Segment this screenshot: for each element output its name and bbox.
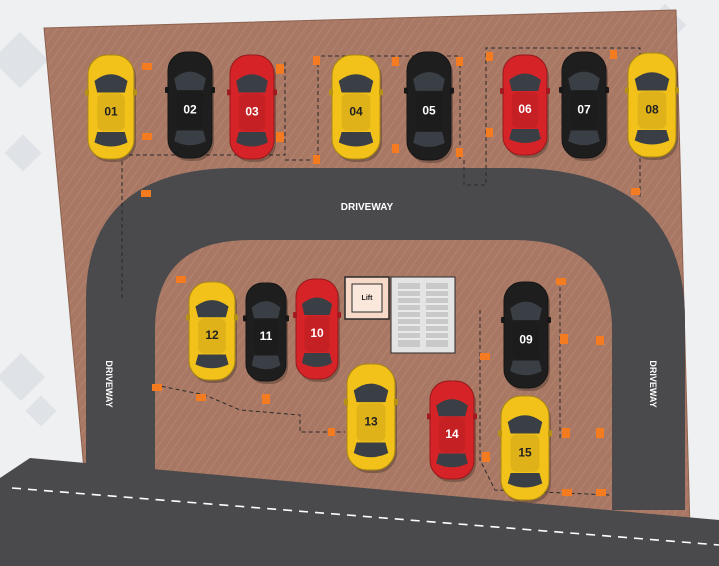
car-label: 13 xyxy=(364,414,378,428)
car-02: 02 xyxy=(165,51,215,161)
car-12: 12 xyxy=(186,281,238,383)
car-label: 04 xyxy=(349,104,363,118)
car-label: 03 xyxy=(245,104,259,118)
car-04: 04 xyxy=(329,54,383,162)
background-tiles xyxy=(0,3,687,427)
car-07: 07 xyxy=(559,51,609,161)
car-label: 06 xyxy=(518,102,532,116)
car-label: 09 xyxy=(519,332,533,346)
lift-block: Lift xyxy=(344,276,390,320)
car-14: 14 xyxy=(427,380,477,482)
car-label: 01 xyxy=(104,104,118,118)
car-15: 15 xyxy=(498,395,552,503)
car-11: 11 xyxy=(243,282,289,384)
car-label: 07 xyxy=(577,102,591,116)
car-06: 06 xyxy=(500,54,550,158)
car-label: 12 xyxy=(205,328,219,342)
lift-label: Lift xyxy=(362,295,374,302)
car-10: 10 xyxy=(293,278,341,382)
car-label: 14 xyxy=(445,427,459,441)
car-label: 10 xyxy=(310,326,324,340)
road-center-dashes xyxy=(11,487,719,546)
driveway-label-top: DRIVEWAY xyxy=(341,202,394,213)
car-label: 02 xyxy=(183,102,197,116)
car-09: 09 xyxy=(501,281,551,391)
car-label: 11 xyxy=(260,329,273,343)
car-08: 08 xyxy=(625,52,679,160)
car-label: 08 xyxy=(645,102,659,116)
car-label: 05 xyxy=(422,104,436,118)
driveway-label-left: DRIVEWAY xyxy=(104,360,114,407)
cars-layer: 01 02 03 04 05 06 07 08 09 10 11 12 13 14 15 xyxy=(85,51,679,503)
staircase xyxy=(390,276,456,354)
car-05: 05 xyxy=(404,51,454,163)
driveway xyxy=(0,168,719,566)
car-13: 13 xyxy=(344,363,398,473)
car-03: 03 xyxy=(227,54,277,162)
driveway-label-right: DRIVEWAY xyxy=(648,360,658,407)
car-01: 01 xyxy=(85,54,137,162)
car-label: 15 xyxy=(518,445,532,459)
